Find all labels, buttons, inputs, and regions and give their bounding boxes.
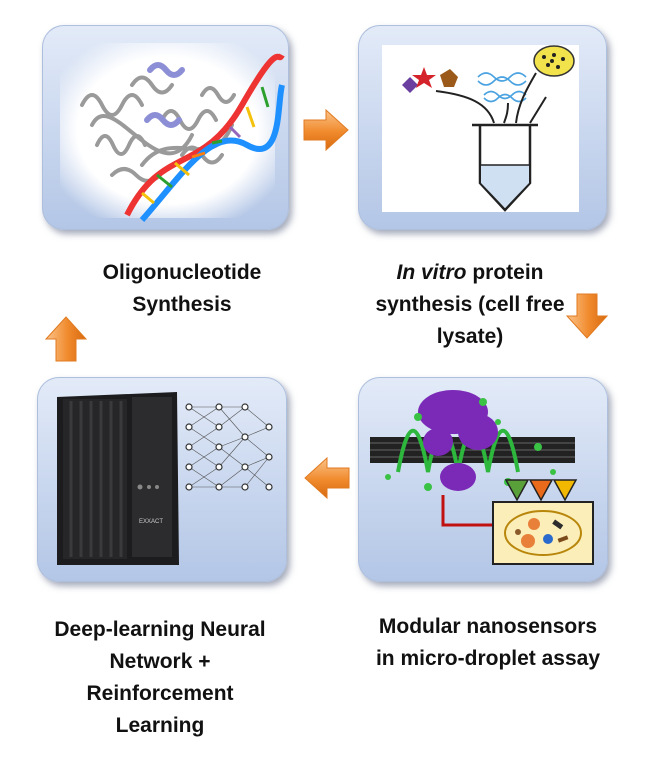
- input-arrows: [435, 72, 547, 124]
- helix-highlight: [144, 62, 185, 128]
- red-connector-arrow: [441, 495, 513, 527]
- ribosome-cluster: [533, 45, 575, 77]
- purple-diamond-shape: [402, 77, 418, 93]
- dna-double-helix: [124, 53, 285, 222]
- label-text: Deep-learning Neural Network + Reinforce…: [54, 618, 266, 737]
- label-text: Oligonucleotide Synthesis: [102, 261, 262, 316]
- red-star-shape: [412, 67, 436, 88]
- test-tube: [472, 123, 538, 212]
- label-text: Modular nanosensors in micro-droplet ass…: [375, 615, 601, 670]
- tile-modular-nanosensors: [358, 377, 608, 582]
- arrow-down: [565, 293, 609, 339]
- network-nodes: [185, 403, 273, 491]
- tile-in-vitro-synthesis: [358, 25, 607, 230]
- nanosensor-illustration: [370, 390, 594, 565]
- label-oligonucleotide-synthesis: Oligonucleotide Synthesis: [72, 257, 292, 321]
- tile-oligonucleotide-synthesis: [42, 25, 289, 230]
- tile-deep-learning: EXXACT: [37, 377, 287, 582]
- label-in-vitro-synthesis: In vitro protein synthesis (cell free ly…: [370, 257, 570, 353]
- arrow-up: [44, 316, 88, 362]
- test-tube-illustration: [382, 45, 579, 212]
- label-italic-text: In vitro: [396, 261, 467, 284]
- computer-brand: EXXACT: [139, 519, 163, 525]
- label-deep-learning: Deep-learning Neural Network + Reinforce…: [50, 614, 270, 742]
- brown-pentagon-shape: [440, 69, 458, 87]
- dna-strands: [477, 72, 527, 103]
- computer-neural-network-illustration: EXXACT: [57, 392, 273, 565]
- micro-droplet: [492, 501, 594, 565]
- arrow-right: [303, 108, 349, 152]
- network-edges: [188, 406, 270, 488]
- protein-dna-illustration: [60, 43, 285, 222]
- purple-protein: [418, 390, 498, 491]
- arrow-left: [304, 456, 350, 500]
- sensor-triangles: [504, 479, 578, 502]
- label-modular-nanosensors: Modular nanosensors in micro-droplet ass…: [368, 611, 608, 675]
- server-computer: EXXACT: [57, 392, 179, 565]
- label-text: protein synthesis (cell free lysate): [375, 261, 565, 348]
